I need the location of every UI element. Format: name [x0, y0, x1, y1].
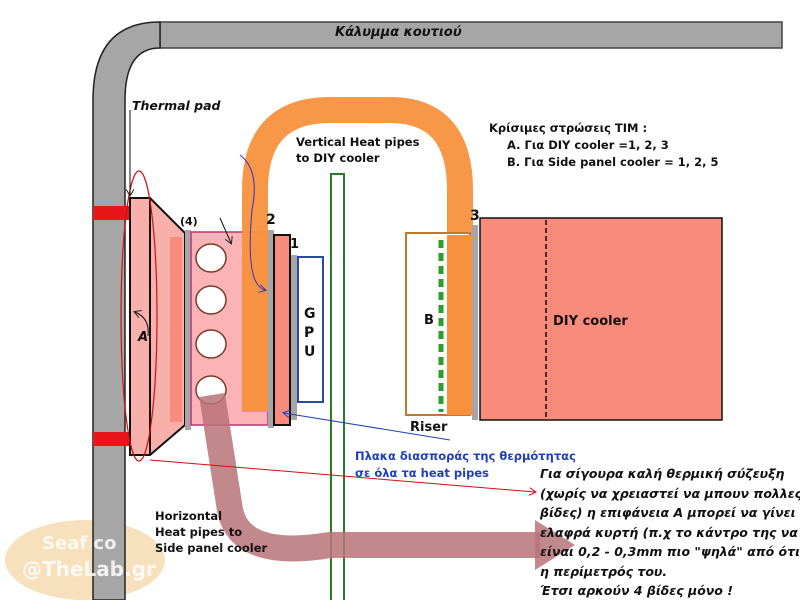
- tim-item: B. Για Side panel cooler = 1, 2, 5: [507, 155, 719, 169]
- gpu-label-u: U: [304, 344, 316, 360]
- vertical-pipes-line: Vertical Heat pipes: [296, 135, 420, 149]
- spreader-pointer: [284, 413, 451, 441]
- note-line: είναι 0,2 - 0,3mm πιο "ψηλά" από ότι: [540, 544, 800, 559]
- surface-a-arrow: [135, 312, 149, 337]
- tim-title: Κρίσιμες στρώσεις TIM :: [489, 121, 648, 135]
- spreader-note: Πλακα διασποράς της θερμότητας σε όλα τα…: [355, 448, 576, 482]
- note-line: Για σίγουρα καλή θερμική σύζευξη: [540, 466, 785, 481]
- note-line: βίδες) η επιφάνεια A μπορεί να γίνει: [540, 505, 796, 520]
- diy-cooler-block: [479, 217, 723, 421]
- pipe-contact-pointer: [239, 154, 265, 290]
- spreader-note-line: Πλακα διασποράς της θερμότητας: [355, 449, 576, 463]
- case-cover: [159, 21, 783, 49]
- tim-layer-2: [268, 230, 274, 428]
- spreader-arrow: [219, 217, 231, 243]
- gpu-label-g: G: [304, 306, 316, 322]
- horizontal-pipes-line: Side panel cooler: [155, 541, 268, 555]
- riser-b-label: B: [424, 313, 434, 328]
- convex-surface-note: Για σίγουρα καλή θερμική σύζευξη (χωρίς …: [540, 464, 800, 600]
- gpu-box: [297, 256, 324, 403]
- horizontal-heatpipe-arrowhead: [535, 520, 575, 570]
- surface-a-label: A: [138, 330, 149, 345]
- spreader-note-line: σε όλα τα heat pipes: [355, 466, 489, 480]
- layer-4-label: (4): [180, 215, 198, 228]
- vertical-heatpipe: [242, 97, 473, 415]
- vertical-pipes-line: to DIY cooler: [296, 151, 380, 165]
- note-line: ελαφρά κυρτή (π.χ το κάντρο της να: [540, 524, 798, 540]
- layer-2-label: 2: [266, 212, 276, 228]
- graphics-card-pcb: [330, 173, 345, 600]
- horizontal-pipes-line: Horizontal: [155, 509, 223, 523]
- gpu-label-p: P: [304, 325, 315, 341]
- case-cover-label: Κάλυμμα κουτιού: [335, 25, 462, 40]
- thermal-pad-label: Thermal pad: [132, 98, 221, 113]
- tim-layer-3: [472, 225, 478, 420]
- layer-1-label: 1: [290, 237, 300, 252]
- surface-a-ellipse: [120, 170, 158, 462]
- plate-inner: [170, 237, 182, 422]
- diy-cooler-label: DIY cooler: [553, 314, 628, 329]
- gpu-heat-plate: [273, 234, 291, 426]
- note-line: (χωρίς να χρειαστεί να μπουν πολλες: [540, 485, 800, 501]
- surface-a-pointer: [149, 459, 535, 492]
- tim-layer-4: [185, 230, 191, 430]
- layer-3-label: 3: [470, 208, 480, 224]
- tim-item: A. Για DIY cooler =1, 2, 3: [507, 138, 669, 152]
- note-line: η περίμετρός του.: [540, 563, 668, 579]
- horizontal-pipes-line: Heat pipes to: [155, 525, 243, 539]
- tim-layer-1: [291, 255, 297, 420]
- vertical-pipes-label: Vertical Heat pipes to DIY cooler: [296, 134, 419, 166]
- tim-layers-list: Κρίσιμες στρώσεις TIM : A. Για DIY coole…: [489, 120, 718, 171]
- watermark-line-2: @TheLab.gr: [22, 557, 156, 581]
- case-side-wall: [92, 21, 161, 600]
- horizontal-pipes-label: Horizontal Heat pipes to Side panel cool…: [155, 508, 267, 556]
- note-line: Έτσι αρκούν 4 βίδες μόνο !: [540, 583, 733, 598]
- riser-label: Riser: [410, 420, 448, 435]
- watermark-line-1: Seaf co: [42, 533, 117, 554]
- horizontal-heatpipe-arrow: [199, 392, 540, 562]
